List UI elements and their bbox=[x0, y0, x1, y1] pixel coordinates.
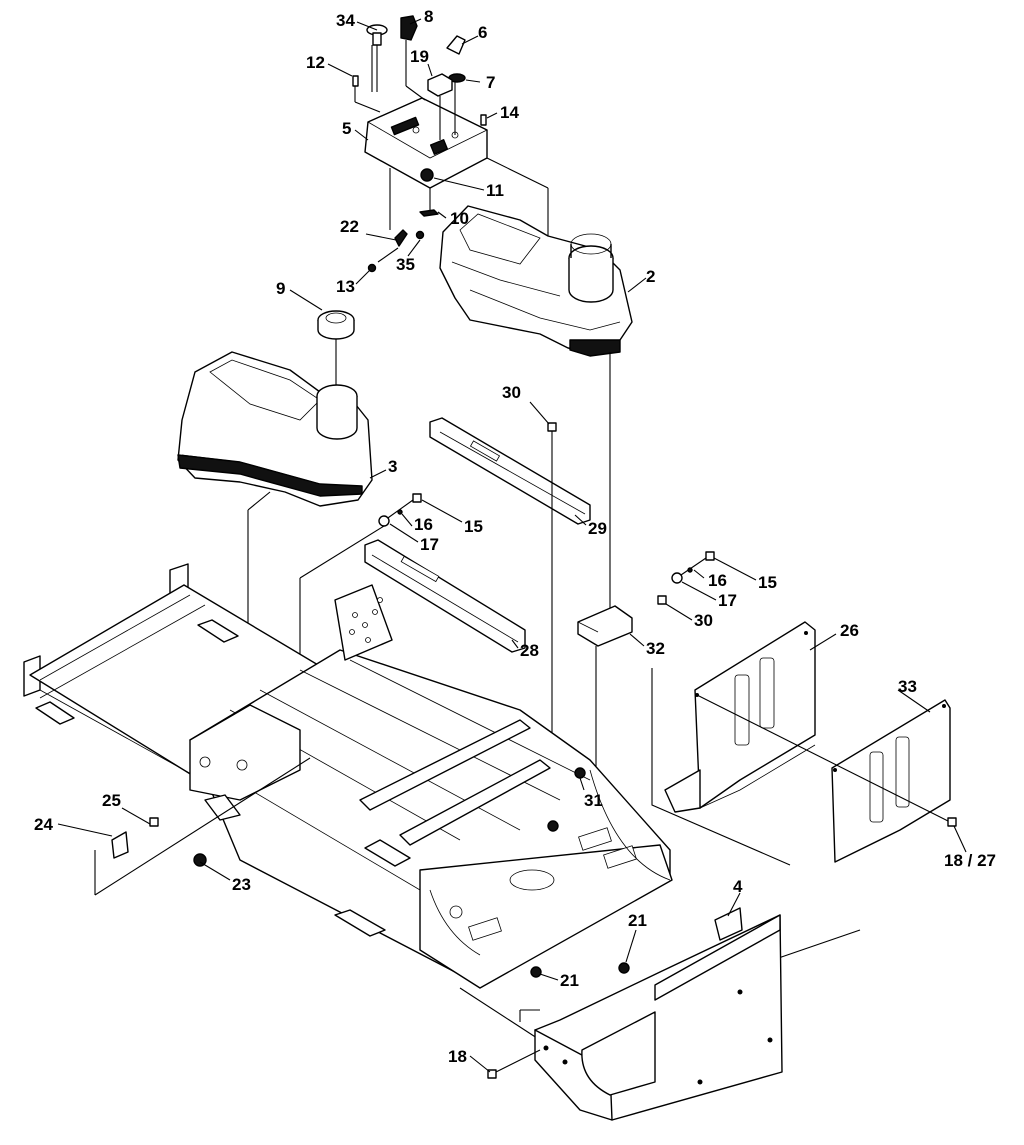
callout-29: 29 bbox=[588, 519, 607, 538]
left-fuel-console bbox=[177, 351, 373, 752]
callout-24: 24 bbox=[34, 815, 53, 834]
callout-16-upper: 16 bbox=[414, 515, 433, 534]
screws-small bbox=[352, 75, 487, 182]
callout-26: 26 bbox=[840, 621, 859, 640]
choke-knob-part bbox=[446, 35, 466, 135]
callout-17-lower: 17 bbox=[718, 591, 737, 610]
callout-19: 19 bbox=[410, 47, 429, 66]
callout-2: 2 bbox=[646, 267, 655, 286]
callout-16-lower: 16 bbox=[708, 571, 727, 590]
callout-33: 33 bbox=[898, 677, 917, 696]
callout-11: 11 bbox=[486, 181, 504, 200]
callout-leaders bbox=[57, 18, 967, 1073]
callout-21-upper: 21 bbox=[628, 911, 647, 930]
control-panel bbox=[364, 97, 488, 215]
callout-12: 12 bbox=[306, 53, 325, 72]
switch-block-part bbox=[427, 73, 453, 140]
shield-26 bbox=[664, 621, 816, 813]
callout-28: 28 bbox=[520, 641, 539, 660]
callout-6: 6 bbox=[478, 23, 487, 42]
bolt-15-lower-set bbox=[657, 551, 715, 605]
rail-lower bbox=[364, 539, 526, 653]
callout-4: 4 bbox=[733, 877, 743, 896]
callout-35: 35 bbox=[396, 255, 415, 274]
callout-15-upper: 15 bbox=[464, 517, 483, 536]
right-fuel-console bbox=[439, 157, 633, 615]
callout-30-lower: 30 bbox=[694, 611, 713, 630]
callout-18: 18 bbox=[448, 1047, 467, 1066]
callout-17-upper: 17 bbox=[420, 535, 439, 554]
throttle-lever-part bbox=[366, 24, 388, 92]
callout-7: 7 bbox=[486, 73, 495, 92]
chassis-frame bbox=[23, 563, 861, 1041]
rear-guard-4 bbox=[487, 907, 783, 1121]
callout-5: 5 bbox=[342, 119, 351, 138]
callout-25: 25 bbox=[102, 791, 121, 810]
callout-13: 13 bbox=[336, 277, 355, 296]
plate-33 bbox=[696, 694, 957, 863]
callout-15-lower: 15 bbox=[758, 573, 777, 592]
rail-upper bbox=[429, 417, 591, 525]
callout-9: 9 bbox=[276, 279, 285, 298]
bracket-32 bbox=[577, 605, 633, 770]
callout-18-27: 18 / 27 bbox=[944, 851, 996, 870]
callout-22: 22 bbox=[340, 217, 359, 236]
callout-8: 8 bbox=[424, 7, 433, 26]
callout-32: 32 bbox=[646, 639, 665, 658]
callout-labels: 34 8 6 12 19 7 14 5 11 10 22 35 2 13 9 3… bbox=[34, 7, 996, 1066]
callout-23: 23 bbox=[232, 875, 251, 894]
shield-outline bbox=[651, 668, 791, 866]
key-switch-part bbox=[400, 15, 426, 101]
callout-3: 3 bbox=[388, 457, 397, 476]
callout-31: 31 bbox=[584, 791, 603, 810]
callout-14: 14 bbox=[500, 103, 519, 122]
callout-21-lower: 21 bbox=[560, 971, 579, 990]
fuel-cap bbox=[317, 310, 355, 388]
throttle-linkage-parts bbox=[367, 168, 439, 273]
callout-34: 34 bbox=[336, 11, 355, 30]
callout-30-upper: 30 bbox=[502, 383, 521, 402]
bracket-24 bbox=[94, 817, 159, 895]
callout-10: 10 bbox=[450, 209, 469, 228]
